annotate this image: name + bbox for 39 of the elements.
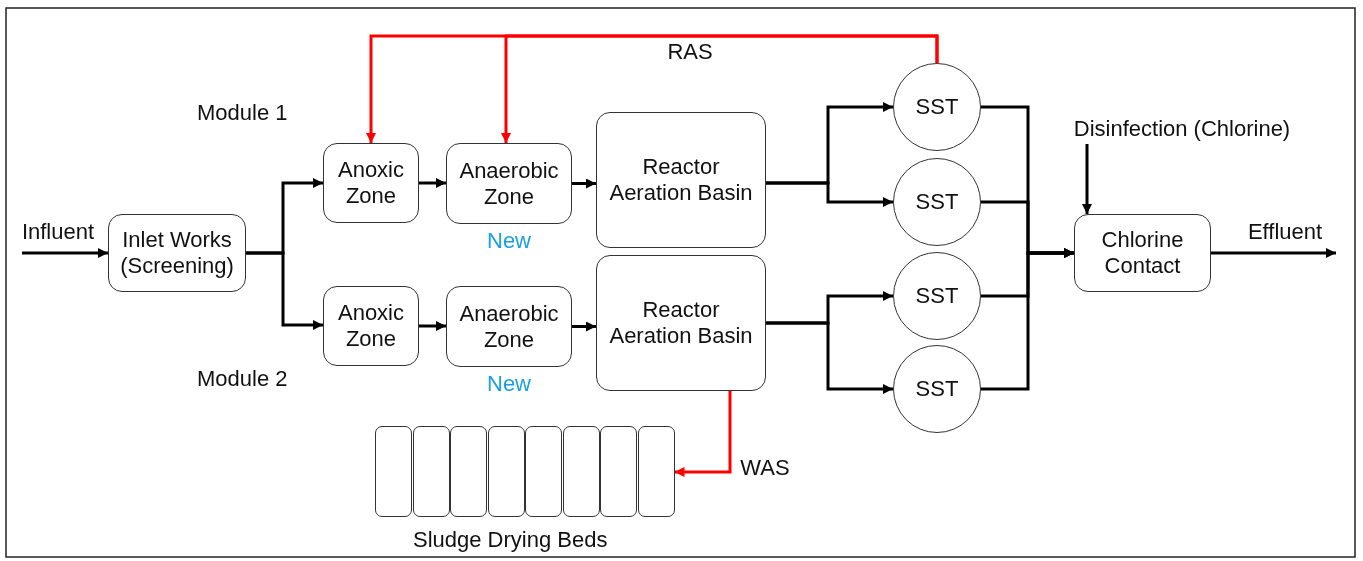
status-note: New — [487, 228, 531, 254]
process-box: Reactor Aeration Basin — [596, 112, 766, 248]
status-note: New — [487, 371, 531, 397]
module-label: Module 2 — [197, 366, 288, 392]
flow-arrow — [1211, 248, 1336, 258]
process-box: Inlet Works (Screening) — [108, 214, 246, 292]
flow-arrow — [766, 321, 893, 394]
flow-arrow — [246, 251, 323, 330]
process-box: Anaerobic Zone — [446, 286, 572, 367]
drying-bed-box — [450, 426, 487, 517]
flow-arrow — [22, 248, 108, 258]
clarifier-circle: SST — [893, 158, 981, 246]
drying-bed-box — [562, 426, 600, 517]
drying-bed-box — [412, 426, 450, 517]
flow-arrow — [981, 248, 1074, 391]
flow-arrow — [572, 321, 596, 332]
flow-arrow — [501, 34, 939, 143]
flow-arrow — [419, 178, 446, 188]
input-label: Disinfection (Chlorine) — [1060, 114, 1304, 144]
module-label: Module 1 — [197, 100, 288, 126]
flow-arrow — [766, 181, 893, 207]
flow-arrow — [419, 321, 446, 331]
drying-bed-box — [637, 426, 675, 517]
flow-arrow — [1082, 144, 1092, 214]
drying-bed-box — [525, 426, 562, 517]
drying-bed-box — [487, 426, 525, 517]
caption: Sludge Drying Beds — [413, 527, 608, 553]
clarifier-circle: SST — [893, 252, 981, 340]
process-box: Chlorine Contact — [1074, 214, 1211, 292]
process-box: Anoxic Zone — [323, 286, 419, 366]
process-box: Anaerobic Zone — [446, 143, 572, 224]
drying-bed-box — [375, 426, 412, 517]
process-box: Anoxic Zone — [323, 143, 419, 223]
clarifier-circle: SST — [893, 63, 981, 151]
process-box: Reactor Aeration Basin — [596, 255, 766, 391]
flow-arrow — [674, 391, 732, 477]
drying-bed-box — [600, 426, 637, 517]
clarifier-circle: SST — [893, 345, 981, 433]
flow-arrow — [572, 178, 596, 189]
